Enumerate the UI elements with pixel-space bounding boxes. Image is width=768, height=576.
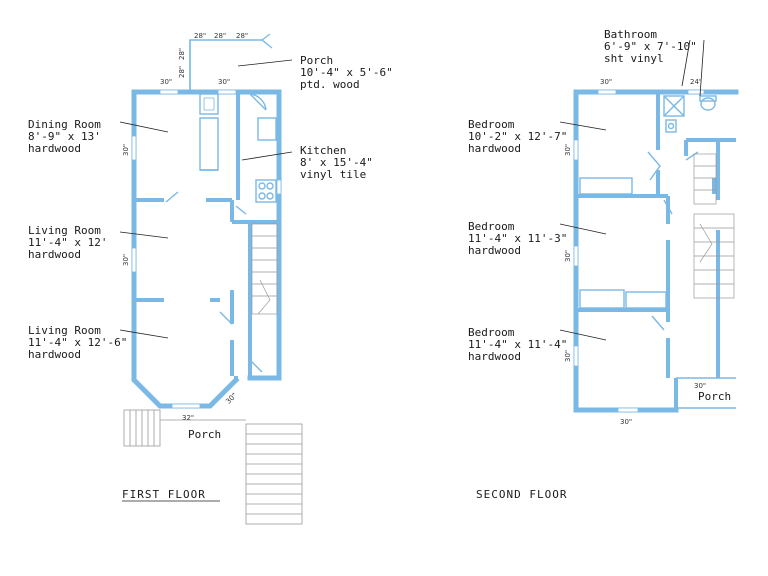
window-dining bbox=[131, 135, 137, 161]
sink-2 bbox=[665, 119, 677, 133]
first-floor-stairs bbox=[251, 223, 278, 315]
living-room-1-finish: hardwood bbox=[28, 248, 81, 261]
dim-28-b: 28" bbox=[214, 32, 226, 40]
window-kitchen bbox=[276, 179, 282, 195]
living-room-1-size: 11'-4" x 12' bbox=[28, 236, 107, 249]
bathroom-size: 6'-9" x 7'-10" bbox=[604, 40, 697, 53]
dim-28-e: 28" bbox=[178, 66, 186, 78]
living-room-2-name: Living Room bbox=[28, 324, 101, 337]
front-porch bbox=[123, 409, 303, 525]
dim-30-d: 30" bbox=[122, 254, 130, 266]
first-floor-title: FIRST FLOOR bbox=[122, 488, 206, 501]
bedroom-2-size: 11'-4" x 11'-3" bbox=[468, 232, 567, 245]
dim-2f-30-c: 30" bbox=[564, 250, 572, 262]
dim-28-a: 28" bbox=[194, 32, 206, 40]
dim-28-d: 28" bbox=[178, 48, 186, 60]
bedroom-3-size: 11'-4" x 11'-4" bbox=[468, 338, 567, 351]
first-floor-leaders bbox=[119, 59, 293, 339]
bedroom-3-name: Bedroom bbox=[468, 326, 515, 339]
porch-top-finish: ptd. wood bbox=[300, 78, 360, 91]
second-floor-plan: Bathroom 6'-9" x 7'-10" sht vinyl Bedroo… bbox=[468, 28, 739, 501]
living-room-2-finish: hardwood bbox=[28, 348, 81, 361]
front-porch-name: Porch bbox=[188, 428, 221, 441]
bathroom-finish: sht vinyl bbox=[604, 52, 664, 65]
dim-2f-30-a: 30" bbox=[600, 78, 612, 86]
dim-2f-24: 24" bbox=[690, 78, 702, 86]
window-top-2 bbox=[217, 89, 237, 95]
first-floor-plan: Porch 10'-4" x 5'-6" ptd. wood Dining Ro… bbox=[28, 32, 393, 525]
dining-room-size: 8'-9" x 13' bbox=[28, 130, 101, 143]
first-floor-interior-walls bbox=[134, 92, 279, 378]
dim-32: 32" bbox=[182, 414, 194, 422]
bedroom-1-size: 10'-2" x 12'-7" bbox=[468, 130, 567, 143]
dim-30-e: 30" bbox=[224, 391, 238, 405]
first-floor-exterior-walls bbox=[131, 89, 282, 409]
bedroom-3-finish: hardwood bbox=[468, 350, 521, 363]
chimney-box bbox=[199, 93, 219, 115]
dining-room-name: Dining Room bbox=[28, 118, 101, 131]
dim-30-b: 30" bbox=[218, 78, 230, 86]
kitchen-finish: vinyl tile bbox=[300, 168, 366, 181]
dim-2f-30-d: 30" bbox=[564, 350, 572, 362]
top-porch-outline bbox=[189, 33, 273, 92]
porch-top-size: 10'-4" x 5'-6" bbox=[300, 66, 393, 79]
stove-icon bbox=[255, 179, 277, 203]
dim-2f-30-e: 30" bbox=[694, 382, 706, 390]
shower bbox=[663, 95, 685, 117]
dim-2f-30-b: 30" bbox=[564, 144, 572, 156]
window-top-1 bbox=[159, 89, 179, 95]
bedroom-1-finish: hardwood bbox=[468, 142, 521, 155]
window-living bbox=[131, 247, 137, 273]
dim-30-c: 30" bbox=[122, 144, 130, 156]
second-floor-title: SECOND FLOOR bbox=[476, 488, 567, 501]
second-floor-interior-walls bbox=[576, 94, 736, 378]
second-floor-leaders bbox=[559, 39, 705, 341]
second-floor-stairs bbox=[693, 153, 735, 299]
porch-top-name: Porch bbox=[300, 54, 333, 67]
living-room-2-size: 11'-4" x 12'-6" bbox=[28, 336, 127, 349]
living-room-1-name: Living Room bbox=[28, 224, 101, 237]
bedroom-1-name: Bedroom bbox=[468, 118, 515, 131]
dim-28-c: 28" bbox=[236, 32, 248, 40]
kitchen-name: Kitchen bbox=[300, 144, 346, 157]
bedroom-2-finish: hardwood bbox=[468, 244, 521, 257]
kitchen-size: 8' x 15'-4" bbox=[300, 156, 373, 169]
bedroom-2-name: Bedroom bbox=[468, 220, 515, 233]
dim-30-a: 30" bbox=[160, 78, 172, 86]
dining-room-finish: hardwood bbox=[28, 142, 81, 155]
bathroom-name: Bathroom bbox=[604, 28, 657, 41]
sink bbox=[257, 117, 277, 141]
second-floor-porch-name: Porch bbox=[698, 390, 731, 403]
toilet-icon bbox=[700, 97, 716, 111]
window-front bbox=[171, 403, 201, 409]
dim-2f-30-f: 30" bbox=[620, 418, 632, 426]
